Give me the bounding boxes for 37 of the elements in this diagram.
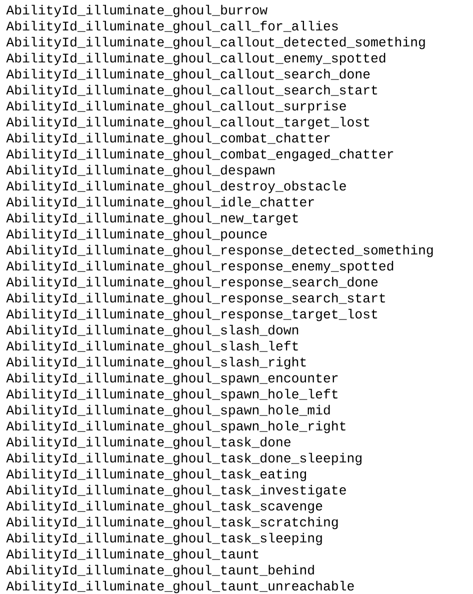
text-line: AbilityId_illuminate_ghoul_callout_enemy_spotted	[6, 52, 386, 66]
text-line: AbilityId_illuminate_ghoul_task_scratching	[6, 516, 338, 530]
text-line: AbilityId_illuminate_ghoul_new_target	[6, 212, 298, 226]
text-line: AbilityId_illuminate_ghoul_spawn_hole_left	[6, 388, 338, 402]
text-line: AbilityId_illuminate_ghoul_idle_chatter	[6, 196, 314, 210]
text-line: AbilityId_illuminate_ghoul_task_sleeping	[6, 532, 322, 546]
text-line: AbilityId_illuminate_ghoul_spawn_hole_mid	[6, 404, 330, 418]
text-line: AbilityId_illuminate_ghoul_task_done_sleeping	[6, 452, 362, 466]
text-line: AbilityId_illuminate_ghoul_response_search_done	[6, 276, 378, 290]
text-line: AbilityId_illuminate_ghoul_taunt	[6, 548, 258, 562]
text-line: AbilityId_illuminate_ghoul_taunt_unreachable	[6, 580, 354, 594]
text-line: AbilityId_illuminate_ghoul_call_for_allies	[6, 20, 338, 34]
text-line: AbilityId_illuminate_ghoul_spawn_encounter	[6, 372, 338, 386]
text-line: AbilityId_illuminate_ghoul_slash_down	[6, 324, 298, 338]
text-line: AbilityId_illuminate_ghoul_callout_surprise	[6, 100, 346, 114]
text-line: AbilityId_illuminate_ghoul_response_enemy_spotted	[6, 260, 394, 274]
text-line: AbilityId_illuminate_ghoul_despawn	[6, 164, 274, 178]
text-line: AbilityId_illuminate_ghoul_task_investigate	[6, 484, 346, 498]
text-line: AbilityId_illuminate_ghoul_combat_chatter	[6, 132, 330, 146]
text-line: AbilityId_illuminate_ghoul_response_search_start	[6, 292, 385, 306]
text-line: AbilityId_illuminate_ghoul_burrow	[6, 4, 268, 18]
text-line: AbilityId_illuminate_ghoul_callout_search_done	[6, 68, 370, 82]
text-line: AbilityId_illuminate_ghoul_response_target_lost	[6, 308, 378, 322]
text-line: AbilityId_illuminate_ghoul_callout_target_lost	[6, 116, 370, 130]
text-line: AbilityId_illuminate_ghoul_slash_left	[6, 340, 298, 354]
text-line: AbilityId_illuminate_ghoul_destroy_obstacle	[6, 180, 346, 194]
text-line: AbilityId_illuminate_ghoul_response_detected_something	[6, 244, 433, 258]
text-line: AbilityId_illuminate_ghoul_task_scavenge	[6, 500, 322, 514]
text-line: AbilityId_illuminate_ghoul_pounce	[6, 228, 267, 242]
text-line: AbilityId_illuminate_ghoul_callout_search_start	[6, 84, 378, 98]
text-line: AbilityId_illuminate_ghoul_slash_right	[6, 356, 306, 370]
text-line: AbilityId_illuminate_ghoul_task_eating	[6, 468, 306, 482]
text-line: AbilityId_illuminate_ghoul_task_done	[6, 436, 290, 450]
text-line: AbilityId_illuminate_ghoul_spawn_hole_right	[6, 420, 346, 434]
text-line: AbilityId_illuminate_ghoul_callout_detected_something	[6, 36, 425, 50]
text-line: AbilityId_illuminate_ghoul_taunt_behind	[6, 564, 314, 578]
text-line: AbilityId_illuminate_ghoul_combat_engaged_chatter	[6, 148, 394, 162]
